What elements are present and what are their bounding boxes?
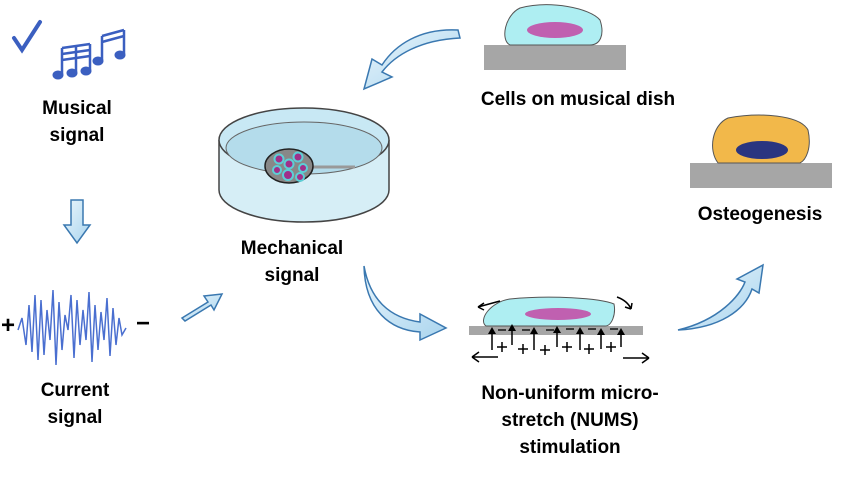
- label-line: signal: [47, 407, 103, 428]
- right-up-arrow-icon: [180, 293, 224, 322]
- curved-arrow-icon: [363, 265, 448, 342]
- plus-sign: +: [1, 312, 16, 339]
- label-line: Mechanical: [240, 238, 344, 259]
- current-signal-label: Current signal: [41, 377, 110, 431]
- osteogenesis-label: Osteogenesis: [697, 204, 823, 225]
- label-line: Current: [40, 380, 110, 401]
- nums-label: Non-uniform micro- stretch (NUMS) stimul…: [481, 380, 658, 461]
- label-line: stimulation: [519, 437, 621, 458]
- petri-dish: [218, 107, 390, 223]
- label-line: stretch (NUMS): [501, 410, 639, 431]
- label-line: Non-uniform micro-: [481, 383, 659, 404]
- mechanical-signal-label: Mechanical signal: [241, 235, 343, 289]
- curved-arrow-icon: [677, 263, 764, 331]
- minus-sign: −: [136, 310, 151, 337]
- current-waveform: [17, 289, 127, 366]
- down-arrow-icon: [62, 199, 92, 245]
- music-notes-icon: [12, 20, 126, 80]
- label-line: signal: [264, 265, 320, 286]
- nums-stimulation-graphic: [469, 296, 650, 364]
- osteogenic-cell: [690, 114, 832, 188]
- label-line: Musical: [42, 98, 112, 119]
- musical-signal-label: Musical signal: [42, 95, 112, 149]
- cells-on-dish-label: Cells on musical dish: [480, 89, 676, 110]
- label-line: signal: [49, 125, 105, 146]
- cell-on-dish: [484, 4, 626, 70]
- curved-arrow-icon: [362, 29, 461, 91]
